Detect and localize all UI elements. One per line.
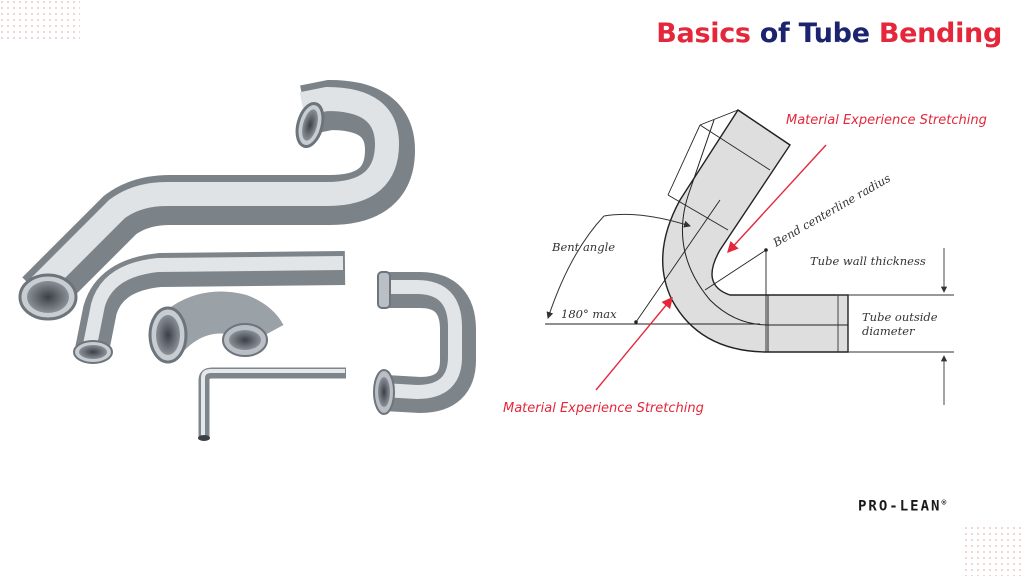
label-wall-thickness: Tube wall thickness: [810, 254, 926, 268]
brand-logo-text: PRO-LEAN: [858, 498, 942, 515]
dot-pattern-top-left: [0, 0, 80, 40]
title-word-3: Tube: [798, 18, 870, 49]
title-word-1: Basics: [656, 18, 751, 49]
stretch-arrow-bottom: [595, 296, 673, 391]
brand-logo: PRO-LEAN®: [858, 498, 946, 515]
bent-angle-arc-top: [603, 213, 691, 228]
label-stretching-top: Material Experience Stretching: [786, 113, 987, 128]
title-word-2: of: [759, 18, 790, 49]
label-stretching-bottom: Material Experience Stretching: [503, 401, 704, 416]
registered-mark: ®: [941, 498, 947, 507]
label-outside-diameter-2: diameter: [862, 324, 916, 338]
label-outside-diameter-1: Tube outside: [862, 310, 938, 324]
label-bent-angle: Bent angle: [551, 240, 615, 254]
label-180-max: 180° max: [561, 307, 617, 321]
medium-curved-tube: [73, 251, 346, 364]
bent-angle-arc: [546, 215, 605, 319]
large-j-tube: [18, 79, 416, 321]
elbow-fitting: [148, 291, 284, 364]
stretch-arrow-top: [727, 144, 827, 254]
title-word-4: Bending: [878, 18, 1002, 49]
bent-tube-drawing: [545, 109, 849, 353]
u-tube: [373, 271, 476, 415]
small-l-rod: [198, 367, 346, 441]
page-title: Basics of Tube Bending: [656, 18, 1002, 49]
label-bend-radius: Bend centerline radius: [770, 171, 893, 250]
dot-pattern-bottom-right: [964, 526, 1024, 576]
